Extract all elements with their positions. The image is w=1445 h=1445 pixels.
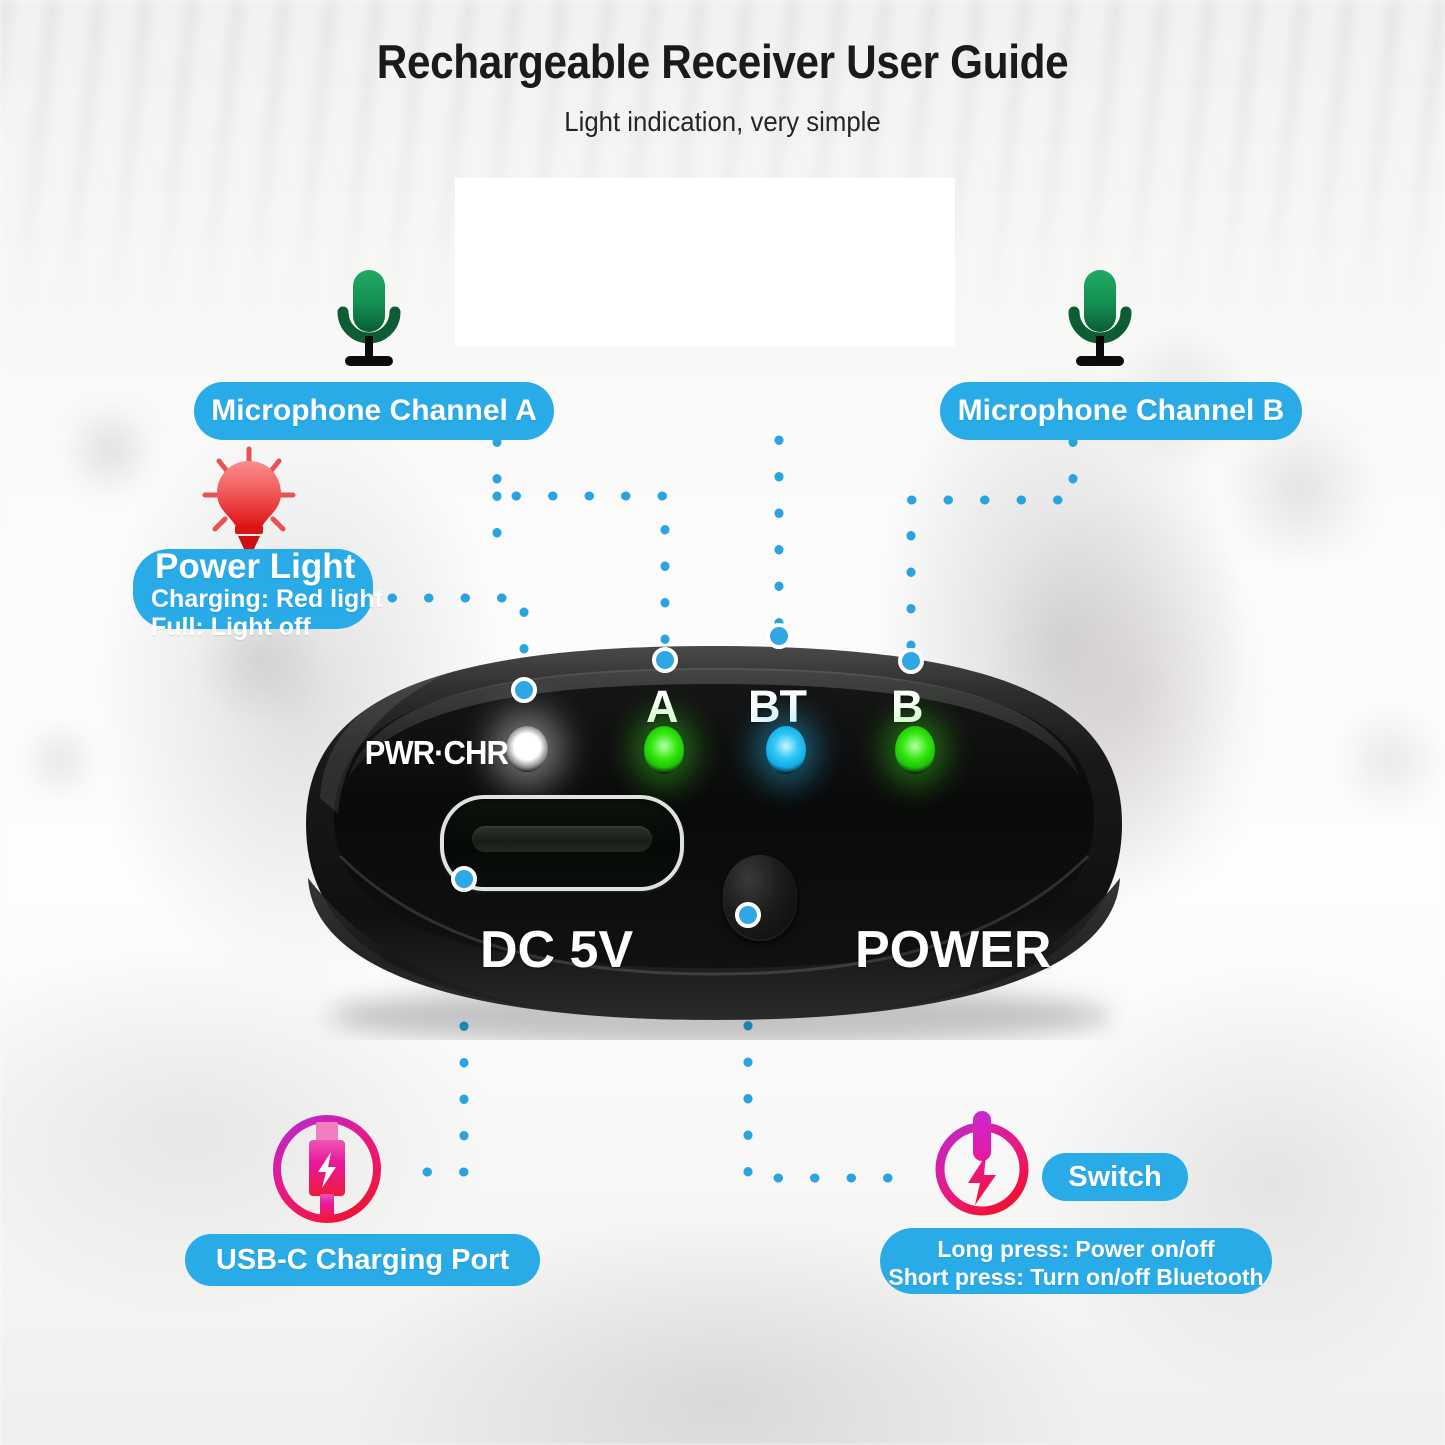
switch-line-2: Short press: Turn on/off Bluetooth (888, 1264, 1264, 1290)
power-light-line-1: Charging: Red light (151, 585, 383, 613)
label-power: POWER (855, 921, 1052, 979)
channel-b-led (895, 726, 935, 774)
switch-line-1: Long press: Power on/off (937, 1236, 1215, 1262)
page-subtitle: Light indication, very simple (564, 106, 881, 137)
pwr-chr-led (506, 726, 548, 772)
usb-c-charging-icon (268, 1110, 386, 1228)
callout-microphone-channel-b[interactable]: Microphone Channel B (940, 382, 1302, 440)
endpoint-channel-b-led (898, 648, 924, 674)
bluetooth-led (766, 726, 806, 774)
label-pwr-chr: PWR·CHR (364, 734, 509, 771)
endpoint-channel-a-led (652, 647, 678, 673)
power-button[interactable] (723, 855, 797, 941)
power-light-line-2: Full: Light off (151, 613, 311, 641)
callout-switch[interactable]: Switch (1042, 1153, 1188, 1201)
blank-white-panel (455, 178, 955, 346)
page-title: Rechargeable Receiver User Guide (376, 35, 1069, 88)
callout-label: Microphone Channel A (211, 394, 537, 427)
callout-switch-instructions[interactable]: Long press: Power on/off Short press: Tu… (880, 1228, 1272, 1294)
usb-c-port (440, 795, 684, 891)
endpoint-pwr-chr-led (511, 677, 537, 703)
callout-label: Microphone Channel B (957, 394, 1285, 427)
power-switch-icon (928, 1107, 1036, 1219)
endpoint-usb-c-port (451, 866, 477, 892)
label-channel-a: A (646, 681, 679, 732)
microphone-icon (1056, 266, 1144, 378)
label-bluetooth: BT (748, 681, 807, 732)
microphone-icon (325, 266, 413, 378)
power-light-heading: Power Light (155, 547, 356, 586)
callout-usb-c-charging-port[interactable]: USB-C Charging Port (185, 1234, 540, 1286)
label-channel-b: B (891, 681, 924, 732)
endpoint-bluetooth-led (766, 623, 792, 649)
endpoint-power-button (735, 902, 761, 928)
callout-label: USB-C Charging Port (215, 1243, 510, 1276)
callout-power-light[interactable]: Power Light Charging: Red light Full: Li… (133, 547, 383, 641)
channel-a-led (644, 726, 684, 774)
callout-microphone-channel-a[interactable]: Microphone Channel A (194, 382, 554, 440)
light-bulb-icon (197, 445, 301, 555)
label-dc-5v: DC 5V (480, 921, 634, 979)
callout-label: Switch (1068, 1160, 1162, 1193)
